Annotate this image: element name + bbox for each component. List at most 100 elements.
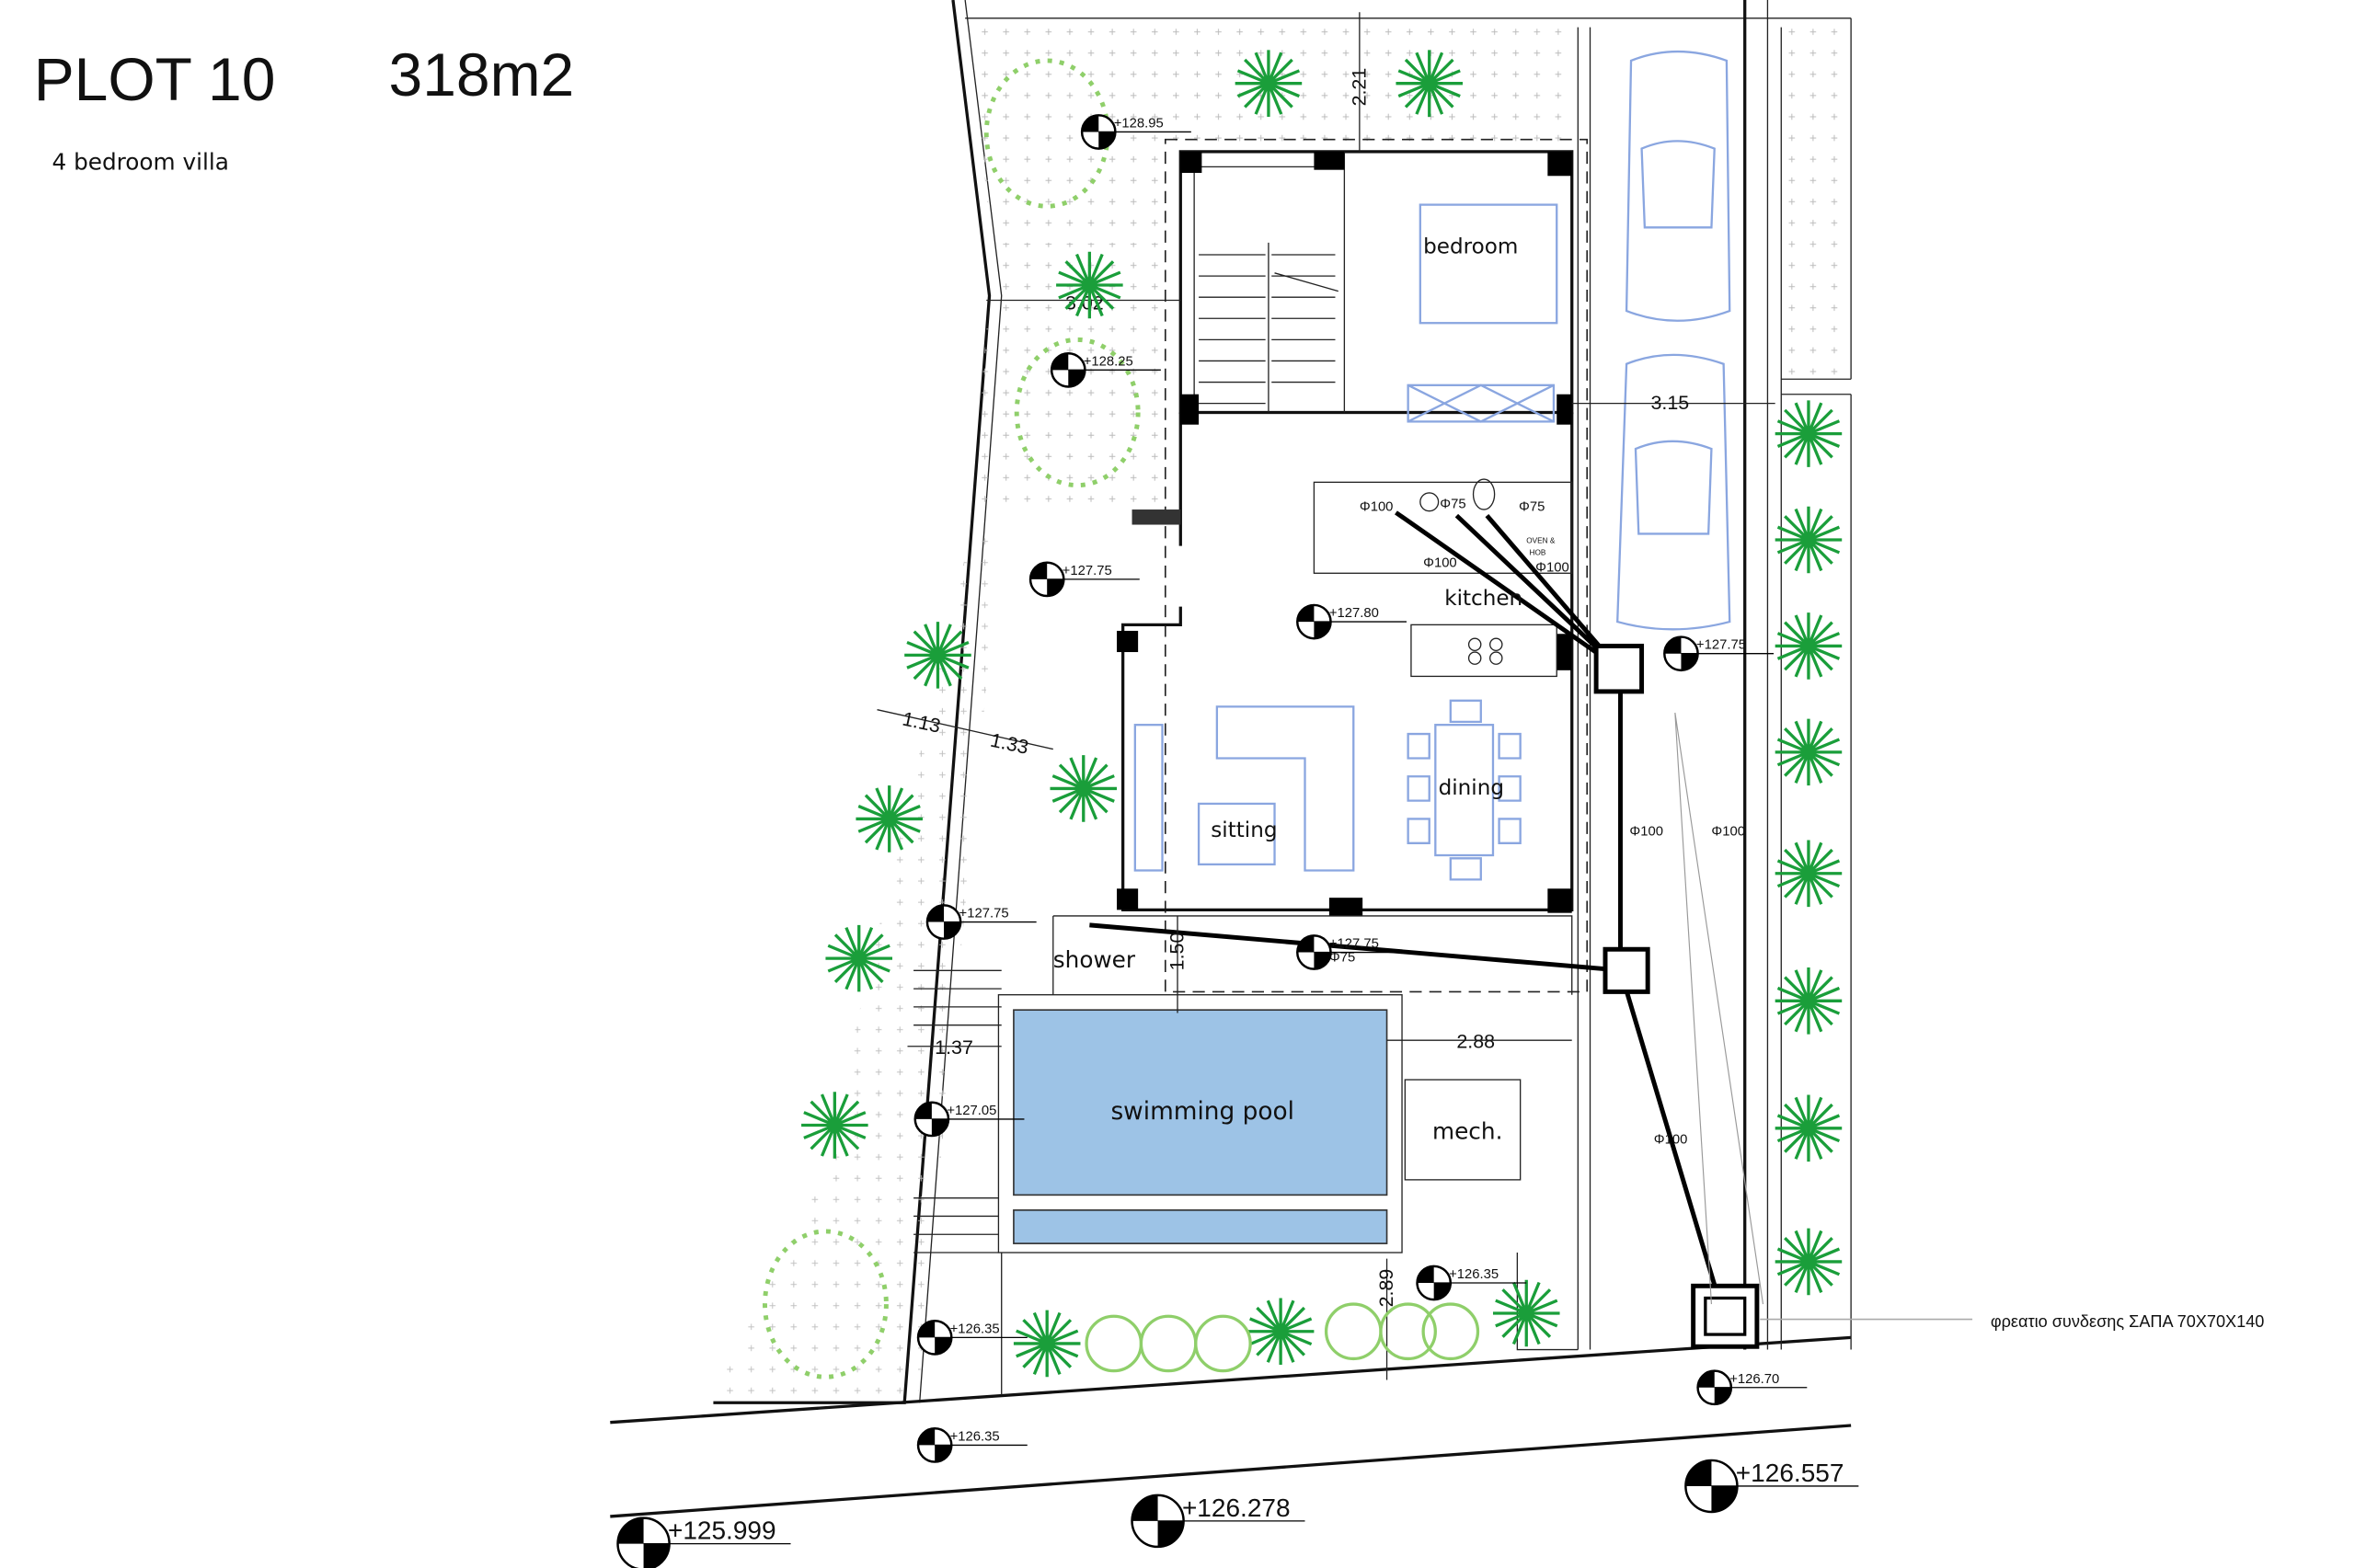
- dimension-label: 1.33: [988, 729, 1030, 759]
- manhole-2: [1603, 946, 1650, 994]
- level-label: +128.25: [1084, 354, 1133, 369]
- connection-manhole: [1691, 1283, 1760, 1349]
- level-marker: +126.35: [916, 1319, 1028, 1356]
- dimension-label: 3.15: [1650, 392, 1689, 414]
- palm-plant-icon: [1056, 251, 1123, 319]
- pipe-label: Φ100: [1360, 500, 1394, 515]
- palm-plant-icon: [1013, 1310, 1081, 1378]
- shrub-icon: [1324, 1302, 1383, 1361]
- plants: [763, 50, 1843, 1379]
- level-marker: +126.557: [1684, 1459, 1859, 1514]
- staircase: [1199, 242, 1338, 413]
- palm-plant-icon: [1775, 967, 1843, 1035]
- parked-cars: [1616, 50, 1731, 631]
- palm-plant-icon: [1775, 400, 1843, 467]
- mech-room: [1404, 1079, 1522, 1181]
- level-marker: +128.25: [1050, 351, 1161, 388]
- level-markers: +128.95 +128.25 +127.75 +127.80 +127.75 …: [616, 114, 1859, 1568]
- level-label: +126.35: [950, 1429, 1000, 1444]
- level-label: +127.75: [959, 907, 1009, 921]
- room-label-mech: mech.: [1432, 1117, 1502, 1144]
- palm-plant-icon: [856, 785, 923, 853]
- shrub-icon: [1194, 1314, 1252, 1373]
- pipe-label: Φ100: [1711, 825, 1745, 840]
- swimming-pool: [1013, 1009, 1388, 1196]
- palm-plant-icon: [1050, 755, 1118, 822]
- level-label: +126.35: [1449, 1267, 1499, 1282]
- dimension-label: 2.88: [1456, 1030, 1495, 1052]
- manhole-1: [1593, 643, 1645, 694]
- room-label-kitchen: kitchen: [1444, 587, 1522, 611]
- palm-plant-icon: [1235, 50, 1303, 117]
- level-marker: +126.70: [1696, 1369, 1808, 1406]
- level-label: +127.75: [1329, 937, 1379, 952]
- tree-canopy-icon: [1014, 337, 1141, 488]
- palm-plant-icon: [1775, 1228, 1843, 1296]
- level-label: +127.75: [1696, 638, 1746, 653]
- washbasin: [1419, 492, 1440, 512]
- palm-plant-icon: [825, 924, 892, 992]
- room-label-dining: dining: [1439, 776, 1504, 800]
- dimension-label: 1.50: [1166, 933, 1189, 971]
- pipe-label: Φ75: [1519, 500, 1545, 515]
- drainage-lines: [1089, 510, 1973, 1349]
- palm-plant-icon: [1775, 1094, 1843, 1162]
- room-label-shower: shower: [1053, 946, 1136, 973]
- level-label: +126.278: [1182, 1494, 1291, 1522]
- palm-plant-icon: [904, 622, 971, 689]
- level-marker: +127.75: [1028, 561, 1140, 598]
- level-marker: +125.999: [616, 1516, 791, 1568]
- level-marker: +127.75: [925, 904, 1037, 940]
- level-label: +126.557: [1736, 1459, 1844, 1487]
- palm-plant-icon: [1396, 50, 1463, 117]
- manhole-annotation: φρεατιο συνδεσης ΣΑΠΑ 70Χ70Χ140: [1991, 1312, 2265, 1331]
- level-label: +127.80: [1329, 606, 1379, 621]
- shrub-icon: [1085, 1314, 1143, 1373]
- shrub-icon: [1379, 1302, 1437, 1361]
- palm-plant-icon: [1492, 1279, 1560, 1347]
- pool-area: [913, 915, 1579, 1396]
- palm-plant-icon: [801, 1092, 868, 1159]
- level-label: +125.999: [668, 1516, 776, 1545]
- shrub-icon: [1421, 1302, 1480, 1361]
- room-label-bedroom: bedroom: [1423, 235, 1518, 258]
- sofa: [1215, 705, 1355, 872]
- palm-plant-icon: [1246, 1298, 1315, 1366]
- pipe-label: Φ100: [1654, 1132, 1688, 1147]
- level-marker: +126.35: [916, 1427, 1028, 1463]
- toilet: [1472, 478, 1496, 510]
- pipe-label: Φ75: [1329, 950, 1355, 965]
- kitchen-counter: [1313, 481, 1573, 574]
- pipe-label: Φ75: [1440, 497, 1465, 511]
- room-label-pool: swimming pool: [1110, 1098, 1294, 1126]
- level-marker: +127.75: [1663, 635, 1775, 672]
- hob-label: HOB: [1530, 549, 1546, 557]
- dimension-label: 1.37: [935, 1036, 973, 1059]
- house-walls: [1117, 138, 1589, 993]
- pipe-label: Φ100: [1423, 556, 1457, 571]
- level-label: +127.75: [1063, 564, 1112, 578]
- level-marker: +126.278: [1131, 1494, 1305, 1549]
- room-label-sitting: sitting: [1211, 818, 1277, 842]
- plot-title: PLOT 10: [34, 45, 276, 113]
- palm-plant-icon: [1775, 612, 1843, 680]
- dimension-label: 2.89: [1375, 1269, 1397, 1308]
- shrub-icon: [1139, 1314, 1198, 1373]
- tree-canopy-icon: [763, 1229, 889, 1379]
- oven-label: OVEN &: [1526, 536, 1556, 544]
- level-label: +126.70: [1729, 1372, 1779, 1387]
- level-marker: +127.75: [1296, 934, 1407, 970]
- plot-subtitle: 4 bedroom villa: [52, 149, 228, 176]
- palm-plant-icon: [1775, 840, 1843, 908]
- dining-table: [1434, 724, 1495, 857]
- palm-plant-icon: [1775, 718, 1843, 786]
- level-marker: +126.35: [1416, 1265, 1527, 1301]
- pipe-label: Φ100: [1535, 561, 1569, 576]
- level-marker: +128.95: [1080, 114, 1191, 150]
- plot-area: 318m2: [389, 40, 575, 109]
- level-label: +126.35: [950, 1322, 1000, 1336]
- bed: [1419, 203, 1558, 325]
- palm-plant-icon: [1775, 506, 1843, 574]
- dimension-label: 2.21: [1348, 68, 1370, 107]
